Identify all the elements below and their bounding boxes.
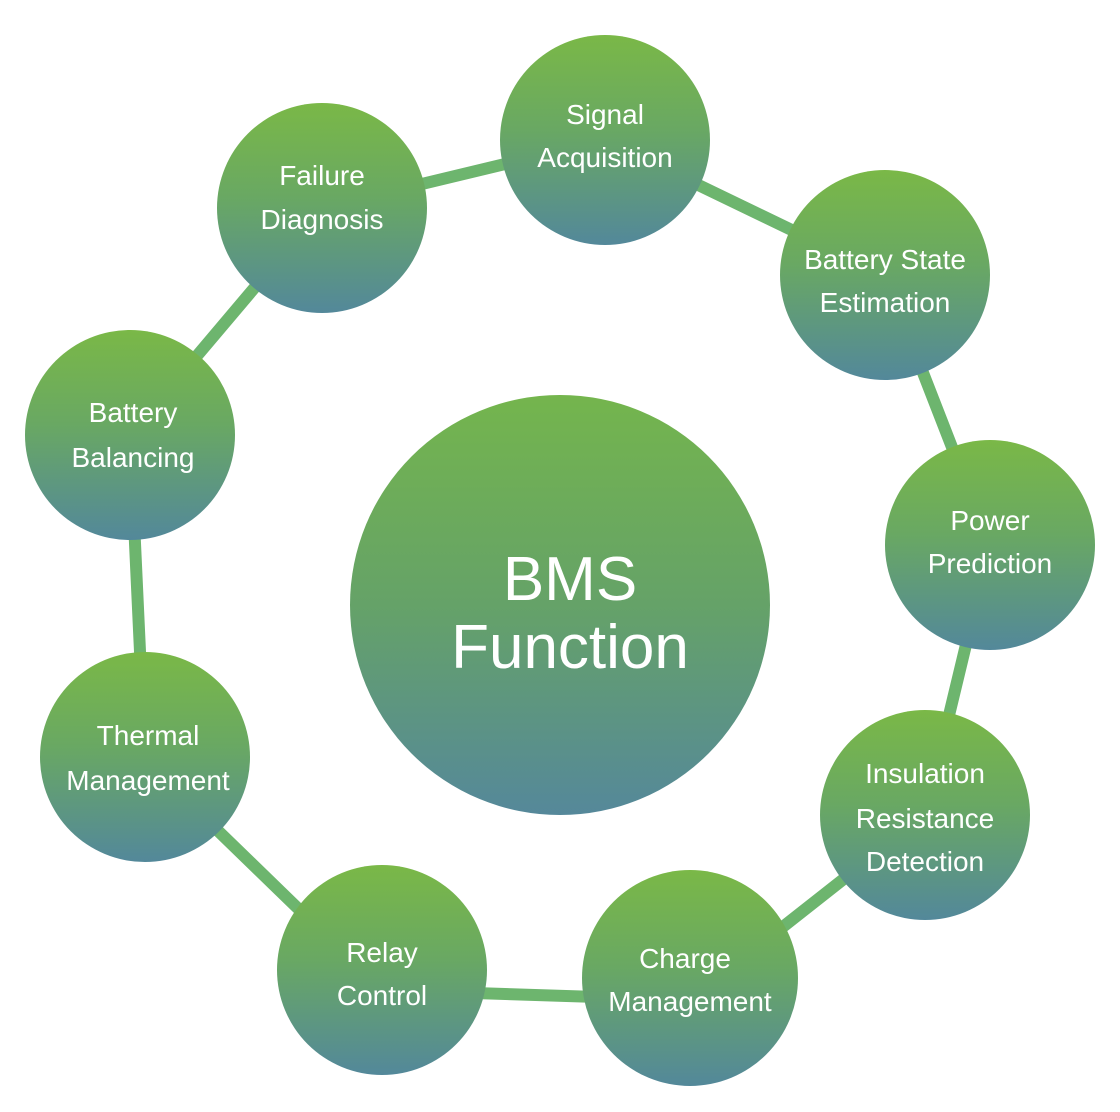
center-circle [350, 395, 770, 815]
node-label-line: Power [950, 505, 1029, 536]
connecting-ring [124, 134, 996, 1006]
node-label-line: Diagnosis [261, 204, 384, 235]
node-circle [885, 440, 1095, 650]
center-label-line-1: BMS [503, 545, 637, 614]
node-circle [277, 865, 487, 1075]
node-label-line: Charge [639, 943, 731, 974]
node-circle [500, 35, 710, 245]
node-relay-control: Relay Control [277, 865, 487, 1075]
node-failure-diagnosis: Failure Diagnosis [217, 103, 427, 313]
node-power-prediction: Power Prediction [885, 440, 1095, 650]
node-circle [820, 710, 1030, 920]
node-label-line: Signal [566, 99, 644, 130]
node-circle [780, 170, 990, 380]
node-signal-acquisition: Signal Acquisition [500, 35, 710, 245]
node-label-line: Insulation [865, 758, 985, 789]
center-hub: BMS Function [350, 395, 770, 815]
node-label-line: Thermal [97, 720, 200, 751]
center-label-line-2: Function [451, 613, 689, 682]
node-battery-balancing: Battery Balancing [25, 330, 235, 540]
node-label-line: Battery [89, 397, 178, 428]
node-label-line: Estimation [820, 287, 951, 318]
node-label-line: Management [66, 765, 230, 796]
node-thermal-management: Thermal Management [40, 652, 250, 862]
node-label-line: Acquisition [537, 142, 672, 173]
node-label-line: Resistance [856, 803, 995, 834]
node-label-line: Control [337, 980, 427, 1011]
node-label-line: Failure [279, 160, 365, 191]
node-insulation-resistance-detection: Insulation Resistance Detection [820, 710, 1030, 920]
node-label-line: Balancing [72, 442, 195, 473]
node-label-line: Management [608, 986, 772, 1017]
node-label-line: Detection [866, 846, 984, 877]
node-label-line: Relay [346, 937, 418, 968]
node-label-line: Battery State [804, 244, 966, 275]
node-circle [582, 870, 798, 1086]
node-charge-management: Charge Management [582, 870, 798, 1086]
node-circle [217, 103, 427, 313]
node-circle [40, 652, 250, 862]
node-battery-state-estimation: Battery State Estimation [780, 170, 990, 380]
node-circle [25, 330, 235, 540]
node-label-line: Prediction [928, 548, 1053, 579]
